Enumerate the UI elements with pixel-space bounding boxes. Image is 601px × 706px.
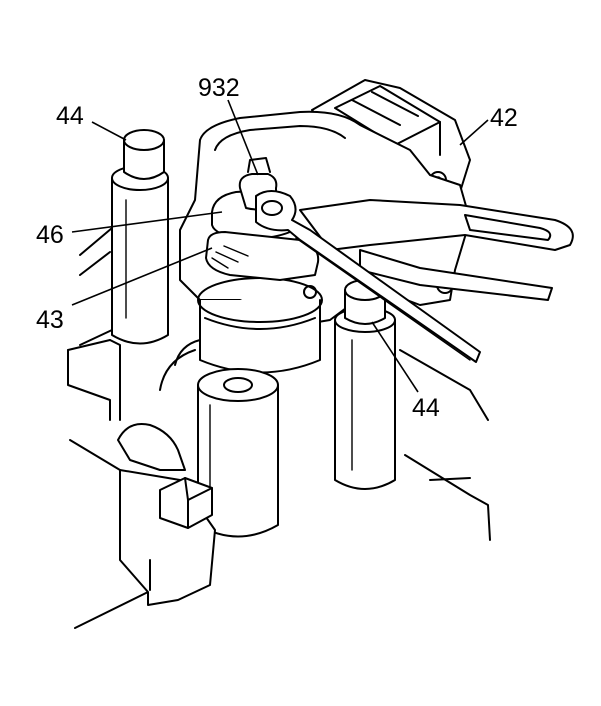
bolt-post-right bbox=[334, 279, 396, 490]
leader-932 bbox=[227, 99, 259, 176]
callout-labels: 932 42 44 46 43 44 bbox=[36, 74, 518, 422]
lower-bracket bbox=[117, 423, 216, 606]
label-46: 46 bbox=[36, 221, 64, 249]
bolt-post-left bbox=[111, 129, 169, 345]
leader-46 bbox=[71, 211, 223, 233]
leader-lines bbox=[71, 99, 489, 393]
label-932: 932 bbox=[198, 74, 240, 102]
leader-43 bbox=[71, 247, 213, 306]
label-43: 43 bbox=[36, 306, 64, 334]
leader-44-top bbox=[91, 121, 127, 141]
center-cylinder bbox=[159, 339, 279, 538]
label-42: 42 bbox=[490, 104, 518, 132]
transmission-case bbox=[67, 227, 491, 629]
label-44-bottom: 44 bbox=[412, 394, 440, 422]
leader-44-bottom bbox=[371, 321, 419, 393]
label-44-top: 44 bbox=[56, 102, 84, 130]
leader-42 bbox=[459, 119, 489, 146]
special-tool bbox=[238, 157, 481, 363]
